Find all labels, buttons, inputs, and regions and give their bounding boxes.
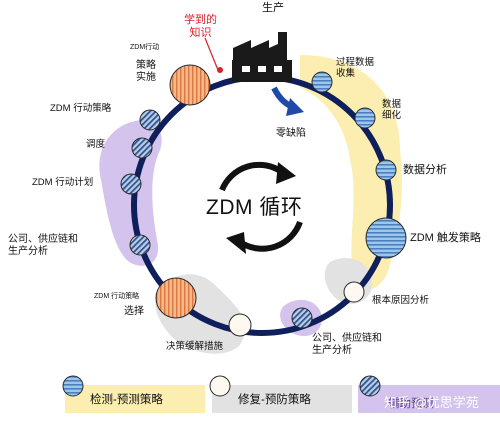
- zdm-trigger-label: ZDM 触发策略: [410, 232, 481, 244]
- data-refine-label: 数据 细化: [382, 99, 402, 121]
- mitigation-label: 决策缓解措施: [166, 341, 224, 352]
- node-mitigation: [228, 313, 252, 337]
- zdm-action-top-label: ZDM行动: [130, 44, 160, 51]
- node-data-refine: [354, 107, 376, 129]
- legend-label-repair: 修复-预防策略: [238, 394, 311, 406]
- legend-label-assist: 辅助预测: [388, 398, 434, 410]
- strategy-impl-label: 策略 实施: [136, 60, 156, 83]
- node-company-chain-right: [291, 307, 313, 329]
- zero-defect-arrowhead: [286, 98, 304, 116]
- legend-swatch-striped-blue: [62, 375, 84, 397]
- node-data-analysis: [375, 159, 397, 181]
- legend-band-yellow: [65, 385, 205, 413]
- node-zdm-trigger: [365, 217, 407, 259]
- legend-band-gray: [212, 385, 352, 413]
- center-title: ZDM 循环: [206, 196, 303, 219]
- data-analysis-label: 数据分析: [403, 164, 447, 176]
- schedule-label: 调度: [86, 139, 106, 150]
- zdm-action-plan-label: ZDM 行动计划: [32, 177, 94, 188]
- node-process-data: [311, 71, 333, 93]
- legend-band-purple: [358, 385, 500, 413]
- root-cause-label: 根本原因分析: [372, 295, 430, 306]
- legend-swatch-striped-navy: [359, 375, 381, 397]
- watermark: 知乎 @优思学苑: [384, 395, 479, 410]
- knowledge-pointer: [204, 37, 219, 71]
- choose-label: 选择: [124, 306, 144, 317]
- arrow-head-bottom: [226, 232, 246, 254]
- production-label: 生产: [262, 2, 284, 14]
- node-zdm-action-strategy: [139, 109, 161, 131]
- knowledge-dot: [217, 67, 223, 73]
- arrow-head-top: [276, 162, 296, 184]
- company-chain-left-label: 公司、供应链和 生产分析: [8, 234, 78, 257]
- legend: [62, 375, 500, 413]
- process-data-label: 过程数据 收集: [336, 57, 375, 79]
- zdm-action-strategy-choose-label: ZDM 行动策略: [94, 293, 140, 300]
- node-choose: [155, 277, 197, 319]
- company-chain-right-label: 公司、供应链和 生产分析: [312, 333, 382, 356]
- cycle-arrows-icon: [219, 161, 303, 252]
- factory-icon: [232, 32, 292, 82]
- node-schedule: [131, 137, 153, 159]
- learned-knowledge-label: 学到的 知识: [184, 14, 217, 39]
- node-root-cause: [343, 281, 365, 303]
- cycle-nodes: [120, 64, 407, 337]
- zdm-action-strategy-label: ZDM 行动策略: [50, 103, 112, 114]
- node-zdm-action-plan: [120, 173, 142, 195]
- node-company-chain-left: [129, 234, 151, 256]
- legend-label-detect: 检测-预测策略: [90, 394, 163, 406]
- node-strategy-impl: [169, 64, 211, 106]
- zero-defect-label: 零缺陷: [276, 128, 306, 139]
- legend-swatch-plain-white: [209, 375, 231, 397]
